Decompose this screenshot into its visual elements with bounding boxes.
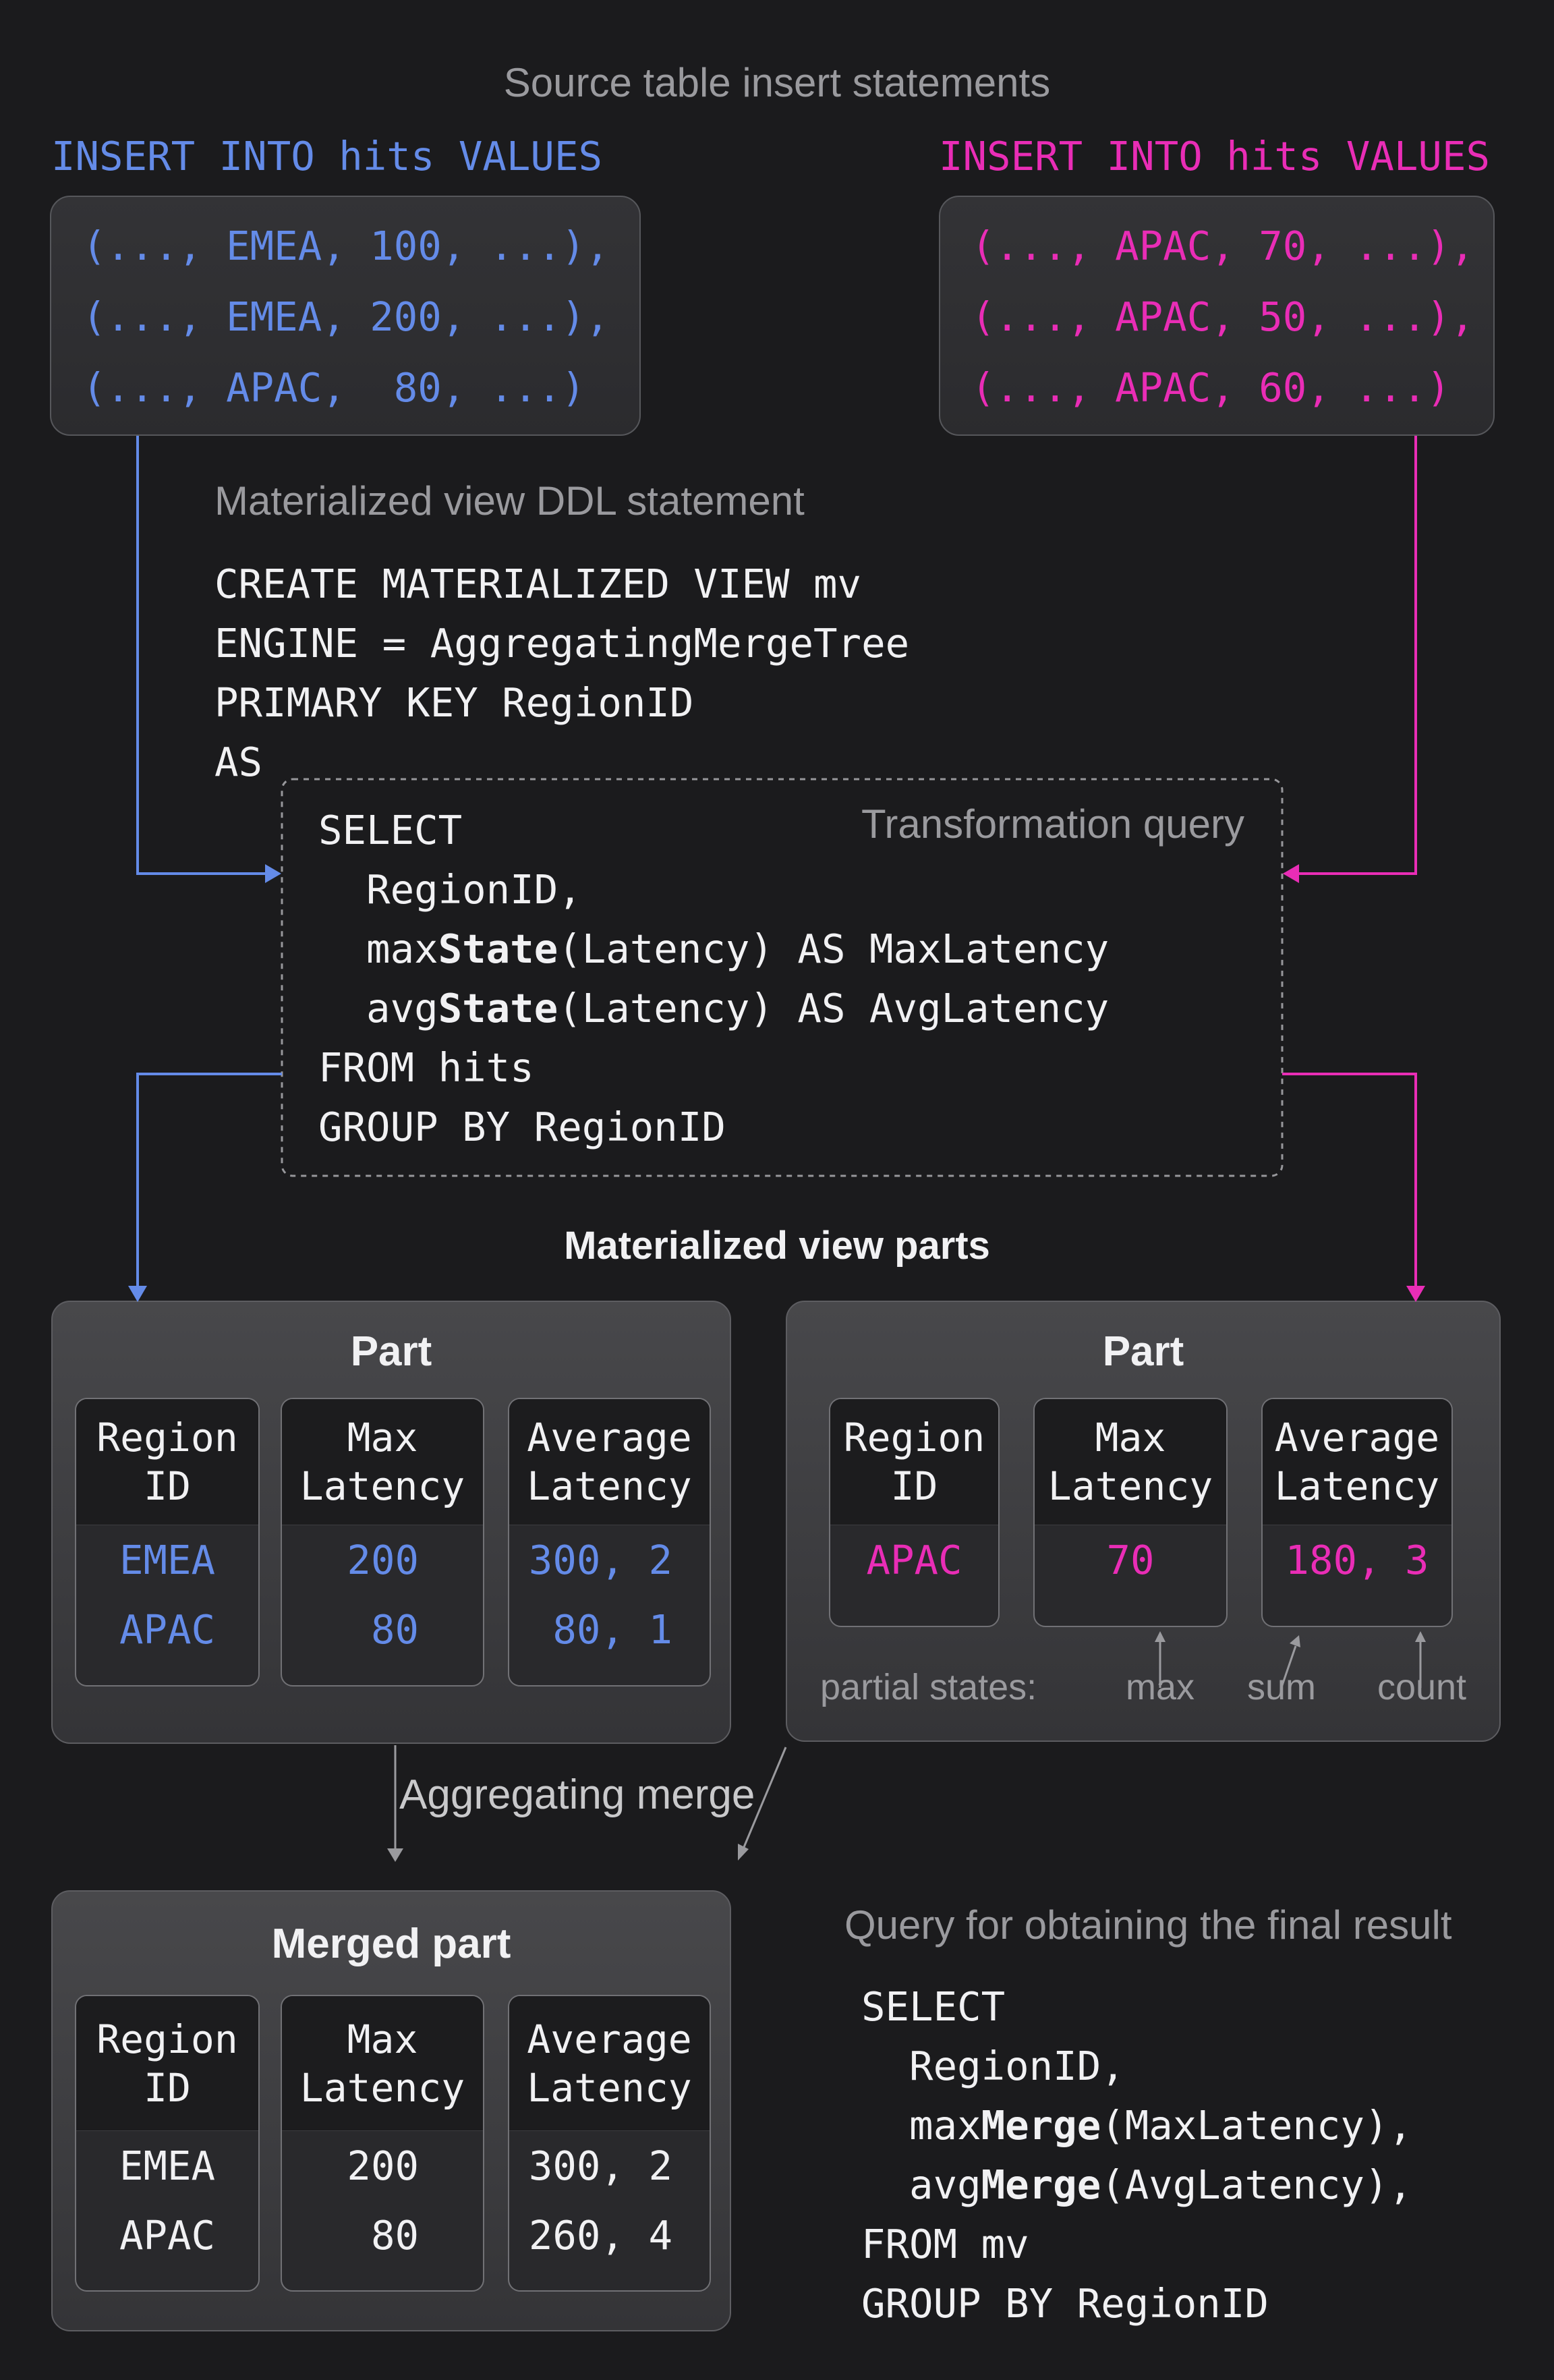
query-line: RegionID, <box>318 866 582 913</box>
cell-value: EMEA <box>119 1537 216 1583</box>
final-result-query: SELECT RegionID, maxMerge(MaxLatency), a… <box>861 1977 1412 2333</box>
insert-row: (..., EMEA, 100, ...), <box>82 223 610 269</box>
cell-value: 200 <box>347 1537 419 1583</box>
query-line: SELECT <box>861 1983 1006 2030</box>
query-line: maxState(Latency) AS MaxLatency <box>318 926 1110 972</box>
insert-statement-label-right: INSERT INTO hits VALUES <box>939 133 1490 179</box>
part-title: Part <box>1102 1328 1184 1375</box>
aggregating-merge-label: Aggregating merge <box>399 1772 755 1818</box>
ddl-line: AS <box>214 739 263 785</box>
final-result-query-label: Query for obtaining the final result <box>844 1902 1452 1948</box>
insert-values-box-right: (..., APAC, 70, ...), (..., APAC, 50, ..… <box>939 196 1495 436</box>
arrowhead-magenta-down-icon <box>1406 1286 1425 1302</box>
partial-states-label: partial states: <box>820 1667 1037 1707</box>
partial-state-count: count <box>1377 1667 1467 1707</box>
cell-value: APAC <box>119 2212 216 2259</box>
arrowhead-gray-down-icon <box>387 1848 403 1862</box>
query-line: maxMerge(MaxLatency), <box>861 2102 1412 2149</box>
cell-value: 260, 4 <box>528 2212 672 2259</box>
ddl-section-label: Materialized view DDL statement <box>214 478 805 523</box>
insert-row: (..., APAC, 50, ...), <box>971 293 1474 340</box>
query-line: GROUP BY RegionID <box>318 1104 726 1150</box>
ddl-line: PRIMARY KEY RegionID <box>214 679 694 726</box>
partial-state-max: max <box>1125 1667 1195 1707</box>
cell-value: EMEA <box>119 2143 216 2189</box>
arrowhead-blue-down-icon <box>128 1286 147 1302</box>
query-line: avgState(Latency) AS AvgLatency <box>318 985 1110 1031</box>
query-line: FROM hits <box>318 1044 534 1091</box>
materialized-view-parts-title: Materialized view parts <box>564 1224 990 1268</box>
ddl-statement: CREATE MATERIALIZED VIEW mv ENGINE = Agg… <box>214 555 909 792</box>
cell-value: APAC <box>119 1606 216 1653</box>
arrowhead-gray-diagonal-icon <box>738 1844 749 1861</box>
query-line: avgMerge(AvgLatency), <box>861 2161 1412 2208</box>
cell-value: 80, 1 <box>552 1606 672 1653</box>
insert-row: (..., APAC, 70, ...), <box>971 223 1474 269</box>
partial-state-sum: sum <box>1246 1667 1317 1707</box>
page-title: Source table insert statements <box>503 60 1051 105</box>
arrowhead-magenta-left-icon <box>1283 864 1299 883</box>
query-line: RegionID, <box>861 2043 1125 2089</box>
cell-value: 80 <box>370 2212 419 2259</box>
cell-value: APAC <box>866 1537 962 1583</box>
query-line: FROM mv <box>861 2221 1029 2267</box>
insert-row: (..., EMEA, 200, ...), <box>82 293 610 340</box>
cell-value: 70 <box>1106 1537 1155 1583</box>
arrowhead-blue-right-icon <box>265 864 281 883</box>
insert-row: (..., APAC, 80, ...) <box>82 364 585 411</box>
cell-value: 180, 3 <box>1285 1537 1429 1583</box>
query-line: SELECT <box>318 807 463 853</box>
cell-value: 200 <box>347 2143 419 2189</box>
transformation-query: SELECT RegionID, maxState(Latency) AS Ma… <box>318 801 1109 1157</box>
query-line: GROUP BY RegionID <box>861 2280 1269 2327</box>
cell-value: 300, 2 <box>528 1537 672 1583</box>
ddl-line: ENGINE = AggregatingMergeTree <box>214 620 910 667</box>
part-title: Part <box>350 1328 432 1375</box>
insert-row: (..., APAC, 60, ...) <box>971 364 1451 411</box>
merged-part-title: Merged part <box>271 1921 511 1967</box>
insert-values-box-left: (..., EMEA, 100, ...), (..., EMEA, 200, … <box>50 196 641 436</box>
flow-arrow-magenta-in <box>1294 436 1417 875</box>
cell-value: 300, 2 <box>528 2143 672 2189</box>
insert-statement-label-left: INSERT INTO hits VALUES <box>51 133 602 179</box>
ddl-line: CREATE MATERIALIZED VIEW mv <box>214 561 862 607</box>
cell-value: 80 <box>370 1606 419 1653</box>
